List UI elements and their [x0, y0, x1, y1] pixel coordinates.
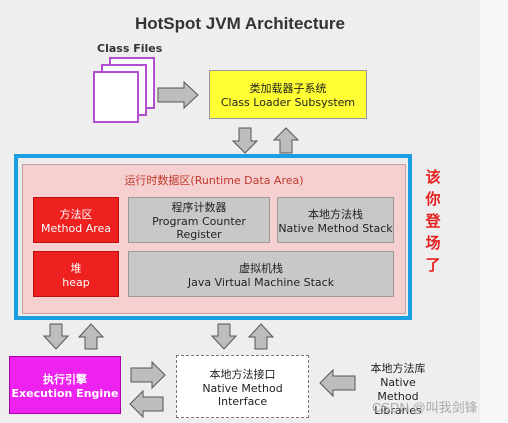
pc-register-en: Program Counter Register [152, 215, 246, 241]
method-area-en: Method Area [40, 221, 112, 235]
jvm-stack-zh: 虚拟机栈 [239, 261, 283, 275]
native-library-en2: Libraries [374, 404, 422, 417]
class-loader-zh: 类加载器子系统 [249, 82, 327, 95]
side-note-char: 你 [425, 190, 441, 208]
class-loader-en: Class Loader Subsystem [220, 96, 356, 109]
method-area-zh: 方法区 [59, 207, 93, 221]
heap-block: 堆 heap [33, 251, 119, 297]
native-interface-zh: 本地方法接口 [209, 367, 276, 381]
diagram-title: HotSpot JVM Architecture [134, 14, 345, 33]
execution-engine-en: Execution Engine [11, 386, 119, 400]
native-library-zh: 本地方法库 [370, 362, 426, 375]
execution-engine: 执行引擎 Execution Engine [9, 356, 121, 414]
native-method-stack-block: 本地方法栈 Native Method Stack [277, 197, 394, 243]
arrow-down-icon [42, 323, 70, 350]
class-loader-subsystem: 类加载器子系统 Class Loader Subsystem [209, 70, 367, 119]
arrow-right-icon [157, 80, 199, 110]
native-library-en1: Native Method [377, 376, 419, 403]
native-interface-en: Native Method Interface [202, 381, 283, 408]
jvm-stack-en: Java Virtual Machine Stack [187, 275, 335, 289]
native-stack-zh: 本地方法栈 [308, 207, 363, 221]
arrow-down-icon [210, 323, 238, 350]
side-note: 该 你 登 场 了 [421, 166, 445, 276]
side-note-char: 场 [425, 234, 441, 252]
pc-register-zh: 程序计数器 [171, 201, 227, 214]
runtime-data-area-label: 运行时数据区(Runtime Data Area) [124, 174, 304, 187]
native-method-library: 本地方法库 Native Method Libraries [360, 362, 436, 418]
right-margin [480, 0, 508, 423]
arrow-left-icon [129, 389, 164, 419]
arrow-right-icon [130, 360, 166, 390]
execution-engine-zh: 执行引擎 [43, 372, 87, 386]
watermark: CSDN @叫我剑锋 [372, 400, 478, 415]
heap-en: heap [62, 275, 90, 289]
native-stack-en: Native Method Stack [278, 221, 393, 235]
native-method-interface: 本地方法接口 Native Method Interface [176, 355, 309, 418]
side-note-char: 登 [425, 212, 441, 230]
heap-zh: 堆 [70, 261, 82, 275]
arrow-up-icon [247, 323, 275, 350]
arrow-up-icon [77, 323, 105, 350]
class-file-icon [93, 71, 139, 123]
pc-register-block: 程序计数器 Program Counter Register [128, 197, 270, 243]
arrow-up-icon [272, 127, 300, 154]
arrow-down-icon [231, 127, 259, 154]
jvm-stack-block: 虚拟机栈 Java Virtual Machine Stack [128, 251, 394, 297]
method-area-block: 方法区 Method Area [33, 197, 119, 243]
side-note-char: 了 [425, 256, 441, 274]
side-note-char: 该 [425, 168, 441, 186]
class-files-label: Class Files [97, 42, 163, 55]
arrow-left-icon [319, 368, 356, 398]
